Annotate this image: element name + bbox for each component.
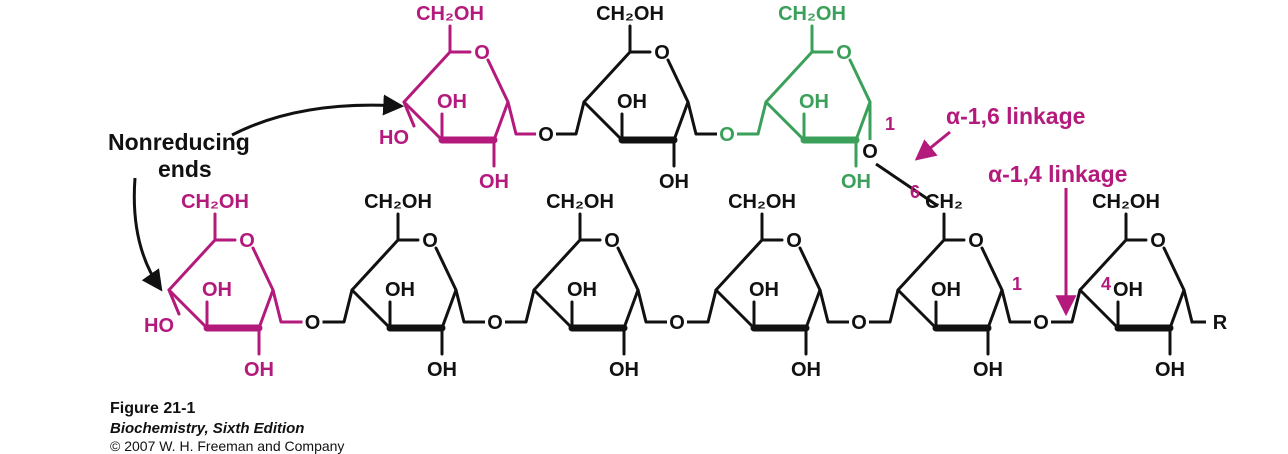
ch2oh-label: CH₂OH <box>1092 191 1160 213</box>
oh-label: OH <box>202 279 232 301</box>
oh-label: OH <box>244 359 274 381</box>
figure-number: Figure 21-1 <box>110 400 196 417</box>
ch2oh-label: CH₂OH <box>546 191 614 213</box>
glycosidic-oxygen: O <box>305 312 321 334</box>
glycosidic-links: O O O O O O O O R <box>271 101 1228 334</box>
ch2oh-label: CH₂OH <box>596 3 664 25</box>
ring-oxygen: O <box>968 230 984 252</box>
ch2oh-label: CH₂OH <box>728 191 796 213</box>
ring-oxygen: O <box>422 230 438 252</box>
oh-label: OH <box>841 171 871 193</box>
ring-oxygen: O <box>786 230 802 252</box>
ch2oh-label: CH₂OH <box>778 3 846 25</box>
link-bottom-5-6: O <box>1000 289 1082 334</box>
link-bottom-3-4: O <box>636 289 718 334</box>
glycosidic-oxygen: O <box>1033 312 1049 334</box>
link-bottom-2-3: O <box>454 289 536 334</box>
ch2oh-label: CH₂OH <box>181 191 249 213</box>
link-bottom-1-2: O <box>271 289 354 334</box>
glycosidic-oxygen: O <box>487 312 503 334</box>
glycosidic-oxygen: O <box>719 124 735 146</box>
nonreducing-label-line2: ends <box>158 156 212 182</box>
oh-label: OH <box>437 91 467 113</box>
oh-label: OH <box>609 359 639 381</box>
ch2oh-label: CH₂OH <box>416 3 484 25</box>
ho-label: HO <box>144 315 174 337</box>
glycosidic-oxygen: O <box>669 312 685 334</box>
alpha-1-6-linkage-label: α-1,6 linkage <box>946 103 1085 129</box>
reducing-end-r: R <box>1182 289 1228 334</box>
alpha-1-6-arrow <box>914 130 951 161</box>
carbon-1-number-chain: 1 <box>1012 274 1022 294</box>
link-top-1-2: O <box>506 101 586 146</box>
carbon-6-number: 6 <box>910 182 920 202</box>
link-top-2-3: O <box>686 101 768 146</box>
glucose-ring-top-3: O CH₂OH OH OH <box>764 3 872 193</box>
alpha-1-4-linkage-label: α-1,4 linkage <box>988 161 1127 187</box>
ring-oxygen: O <box>836 42 852 64</box>
oh-label: OH <box>799 91 829 113</box>
glucose-ring-top-1: O CH₂OH OH OH HO <box>379 3 510 193</box>
oh-label: OH <box>931 279 961 301</box>
nonreducing-arrow-bottom <box>132 177 163 292</box>
nonreducing-label-line1: Nonreducing <box>108 129 250 155</box>
oh-label: OH <box>1155 359 1185 381</box>
oh-label: OH <box>427 359 457 381</box>
branch-link-1-6: O <box>862 102 939 208</box>
glucose-ring-bottom-2: O CH₂OH OH OH <box>350 191 458 381</box>
oh-label: OH <box>385 279 415 301</box>
oh-label: OH <box>1113 279 1143 301</box>
ring-oxygen: O <box>604 230 620 252</box>
oh-label: OH <box>659 171 689 193</box>
glycosidic-oxygen: O <box>538 124 554 146</box>
r-group-label: R <box>1213 312 1228 334</box>
oh-label: OH <box>749 279 779 301</box>
ring-oxygen: O <box>654 42 670 64</box>
oh-label: OH <box>479 171 509 193</box>
oh-label: OH <box>567 279 597 301</box>
ho-label: HO <box>379 127 409 149</box>
ch2-label: CH₂ <box>925 191 963 213</box>
nonreducing-arrow-top <box>231 94 405 137</box>
ring-oxygen: O <box>1150 230 1166 252</box>
glucose-rings: OCH₂OHOHOHHOOCH₂OHOHOHOCH₂OHOHOHOCH₂OHOH… <box>144 3 1186 381</box>
glucose-ring-bottom-6: O CH₂OH OH OH <box>1078 191 1186 381</box>
ch2oh-label: CH₂OH <box>364 191 432 213</box>
glucose-ring-bottom-4: O CH₂OH OH OH <box>714 191 822 381</box>
glucose-ring-bottom-3: O CH₂OH OH OH <box>532 191 640 381</box>
ring-oxygen: O <box>474 42 490 64</box>
book-title: Biochemistry, Sixth Edition <box>110 420 305 437</box>
carbon-4-number: 4 <box>1101 274 1111 294</box>
glycosidic-oxygen: O <box>851 312 867 334</box>
carbon-1-number-branch: 1 <box>885 114 895 134</box>
oh-label: OH <box>791 359 821 381</box>
branch-oxygen: O <box>862 141 878 163</box>
oh-label: OH <box>617 91 647 113</box>
glucose-ring-bottom-1: O CH₂OH OH OH HO <box>144 191 275 381</box>
glucose-ring-top-2: O CH₂OH OH OH <box>582 3 690 193</box>
copyright-line: © 2007 W. H. Freeman and Company <box>110 438 345 454</box>
oh-label: OH <box>973 359 1003 381</box>
link-bottom-4-5: O <box>818 289 900 334</box>
ring-oxygen: O <box>239 230 255 252</box>
